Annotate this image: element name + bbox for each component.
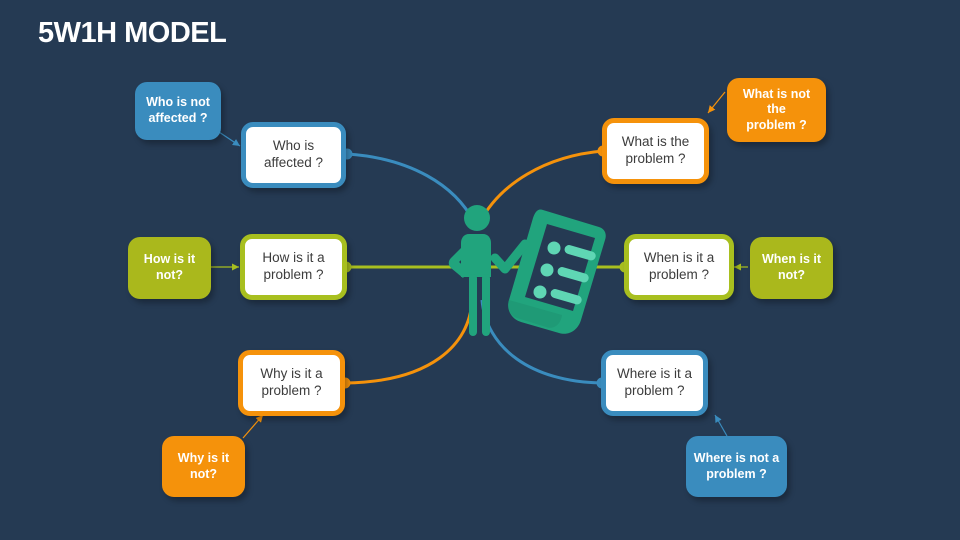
check-mark-icon xyxy=(490,239,530,274)
arrow-who-sub-to-main xyxy=(218,131,241,147)
page-title: 5W1H MODEL xyxy=(38,17,227,49)
person-with-checklist-illustration xyxy=(448,205,606,336)
arrow-what-sub-to-main xyxy=(707,91,726,114)
person-figure xyxy=(448,205,491,336)
checklist-bullets xyxy=(533,241,596,305)
arrow-why-sub-to-main xyxy=(242,414,264,439)
connector-what xyxy=(478,149,604,223)
connector-who xyxy=(346,152,476,223)
arrow-where-sub-to-main xyxy=(714,414,728,437)
clipboard-document xyxy=(508,209,606,334)
